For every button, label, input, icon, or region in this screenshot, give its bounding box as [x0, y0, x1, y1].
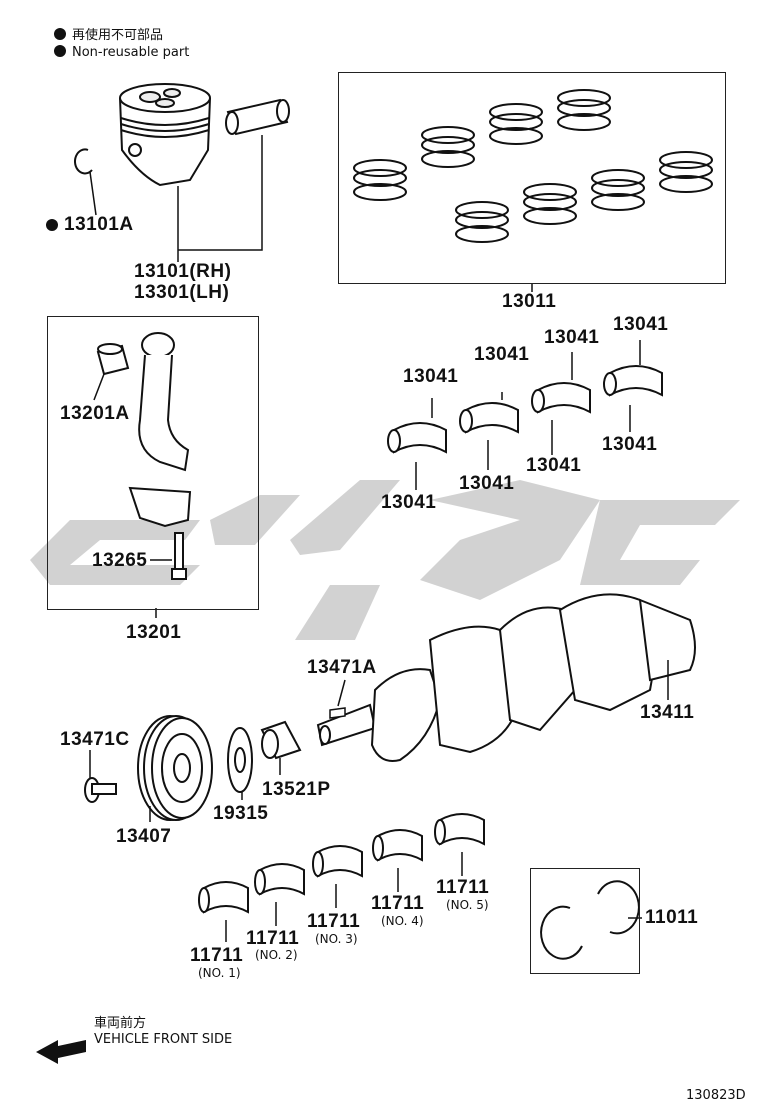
bullet-icon [54, 45, 66, 57]
label-rod-bearing-7[interactable]: 13041 [526, 455, 582, 476]
label-pulley-bolt[interactable]: 13471C [60, 729, 130, 750]
main-bearing-position-4: (NO. 4) [381, 914, 424, 928]
label-rod-bearing-2[interactable]: 13041 [474, 344, 530, 365]
label-rod-bearing-1[interactable]: 13041 [403, 366, 459, 387]
crank-key-drawing [329, 707, 346, 719]
thrust-washer-box [530, 868, 640, 974]
main-bearing-position-3: (NO. 3) [315, 932, 358, 946]
label-piston-rh[interactable]: 13101(RH) [134, 261, 232, 282]
crank-leaders [337, 660, 669, 707]
rod-bolt-drawing [171, 532, 187, 580]
label-rod-bearing-6[interactable]: 13041 [459, 473, 515, 494]
non-reusable-bullet-icon [46, 219, 58, 231]
piston-rings-drawing [353, 89, 713, 243]
direction-jp: 車両前方 [94, 1016, 147, 1031]
label-conrod-assy[interactable]: 13201 [126, 622, 182, 643]
sensor-plate-drawing [227, 727, 253, 793]
connecting-rod-drawing [128, 332, 192, 528]
label-crank-key[interactable]: 13471A [307, 657, 377, 678]
bushing-drawing [96, 343, 130, 376]
label-ring-set[interactable]: 13011 [502, 291, 557, 312]
thrust-washers-drawing [540, 880, 640, 960]
piston-pin-drawing [225, 98, 290, 136]
label-rod-bolt[interactable]: 13265 [92, 550, 148, 571]
main-bearings-drawing [198, 813, 485, 914]
main-bearing-position-5: (NO. 5) [446, 898, 489, 912]
label-piston-lh[interactable]: 13301(LH) [134, 282, 230, 303]
crank-pulley-drawing [137, 715, 213, 821]
connecting-rod-box [47, 316, 259, 610]
front-direction-arrow-icon [36, 1040, 86, 1064]
direction-en: VEHICLE FRONT SIDE [94, 1032, 233, 1047]
label-rod-bearing-8[interactable]: 13041 [602, 434, 658, 455]
illustration-id: 130823D [686, 1088, 746, 1103]
bullet-icon [54, 28, 66, 40]
crankshaft-drawing [316, 593, 696, 762]
crank-gear-drawing [260, 720, 302, 760]
label-pulley[interactable]: 13407 [116, 826, 172, 847]
label-rod-bearing-4[interactable]: 13041 [613, 314, 669, 335]
label-sensor-plate[interactable]: 19315 [213, 803, 269, 824]
rod-bearing-leaders [415, 340, 641, 490]
main-bearing-position-2: (NO. 2) [255, 948, 298, 962]
legend-en: Non-reusable part [54, 45, 189, 60]
piston-rings-box [338, 72, 726, 284]
label-rod-bearing-5[interactable]: 13041 [381, 492, 437, 513]
piston-drawing [119, 83, 211, 187]
label-snap-ring[interactable]: 13101A [46, 214, 134, 236]
snap-ring-drawing [73, 148, 93, 175]
legend-jp: 再使用不可部品 [54, 24, 163, 43]
label-thrust-washer[interactable]: 11011 [645, 907, 699, 928]
watermark-logo [30, 480, 740, 640]
label-main-bearing-3[interactable]: 11711 [307, 911, 361, 932]
label-main-bearing-4[interactable]: 11711 [371, 893, 425, 914]
piston-leaders [89, 135, 263, 262]
pulley-leaders [89, 750, 281, 822]
label-main-bearing-2[interactable]: 11711 [246, 928, 300, 949]
rod-bearings-drawing [387, 365, 663, 454]
main-bearing-position-1: (NO. 1) [198, 966, 241, 980]
pulley-bolt-drawing [84, 777, 117, 803]
label-bushing[interactable]: 13201A [60, 403, 130, 424]
label-crankshaft[interactable]: 13411 [640, 702, 695, 723]
label-main-bearing-5[interactable]: 11711 [436, 877, 490, 898]
label-rod-bearing-3[interactable]: 13041 [544, 327, 600, 348]
label-main-bearing-1[interactable]: 11711 [190, 945, 244, 966]
main-bearing-leaders [225, 852, 463, 942]
label-crank-gear[interactable]: 13521P [262, 779, 331, 800]
